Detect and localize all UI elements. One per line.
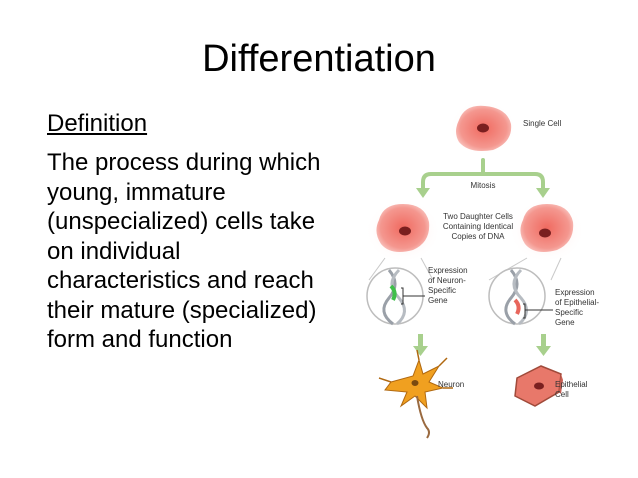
neuron-gene-circle [366, 267, 425, 326]
definition-line: their mature (specialized) [47, 296, 317, 324]
neuron-gene-label: Expression of Neuron- Specific Gene [428, 266, 468, 306]
slide-title: Differentiation [202, 38, 436, 80]
epithelial-gene-label: Expression of Epithelial- Specific Gene [555, 288, 599, 328]
daughter-cell-right [509, 199, 585, 263]
definition-line: form and function [47, 326, 233, 353]
definition-line: young, immature [47, 178, 226, 206]
neuron-gene-line: of Neuron- [428, 276, 466, 285]
epithelial-cell-shape [514, 365, 563, 407]
daughter-cells-line: Copies of DNA [451, 232, 505, 241]
daughter-cells-line: Containing Identical [442, 222, 514, 231]
neuron-cell [378, 349, 453, 439]
epithelial-cell-label: Epithelial Cell [555, 380, 587, 400]
mitosis-label: Mitosis [470, 181, 496, 190]
definition-heading: Definition [47, 110, 148, 137]
single-cell-label: Single Cell [523, 119, 562, 128]
arrow-head-right [536, 188, 550, 198]
daughter-cells-label: Two Daughter Cells Containing Identical … [433, 212, 523, 242]
epithelial-cell-line: Cell [555, 390, 569, 399]
neuron-label: Neuron [438, 380, 465, 389]
epithelial-gene-line: of Epithelial- [555, 298, 600, 307]
definition-text: The process during which young, immature… [47, 148, 367, 355]
definition-line: characteristics and reach [47, 267, 314, 294]
single-cell [449, 100, 517, 156]
differentiation-arrows [413, 334, 551, 356]
differentiation-diagram: Single Cell Mitosis Two Daughter Cells C… [355, 90, 638, 450]
daughter-cells-line: Two Daughter Cells [443, 212, 513, 221]
definition-line: (unspecialized) cells take [47, 208, 316, 235]
neuron-gene-line: Gene [428, 296, 448, 305]
daughter-cell-left [365, 199, 441, 263]
neuron-gene-line: Expression [428, 266, 468, 275]
epithelial-gene-line: Specific [555, 308, 584, 317]
epithelial-cell-line: Epithelial [555, 380, 588, 389]
definition-line: The process during which [47, 149, 321, 176]
epithelial-gene-line: Expression [555, 288, 595, 297]
epithelial-gene-circle [488, 267, 553, 326]
diagram-graphics [365, 100, 585, 439]
epithelial-gene-line: Gene [555, 318, 575, 327]
mitosis-arrows [421, 158, 545, 192]
neuron-gene-line: Specific [428, 286, 457, 295]
definition-line: on individual [47, 237, 181, 265]
arrow-head-left [416, 188, 430, 198]
